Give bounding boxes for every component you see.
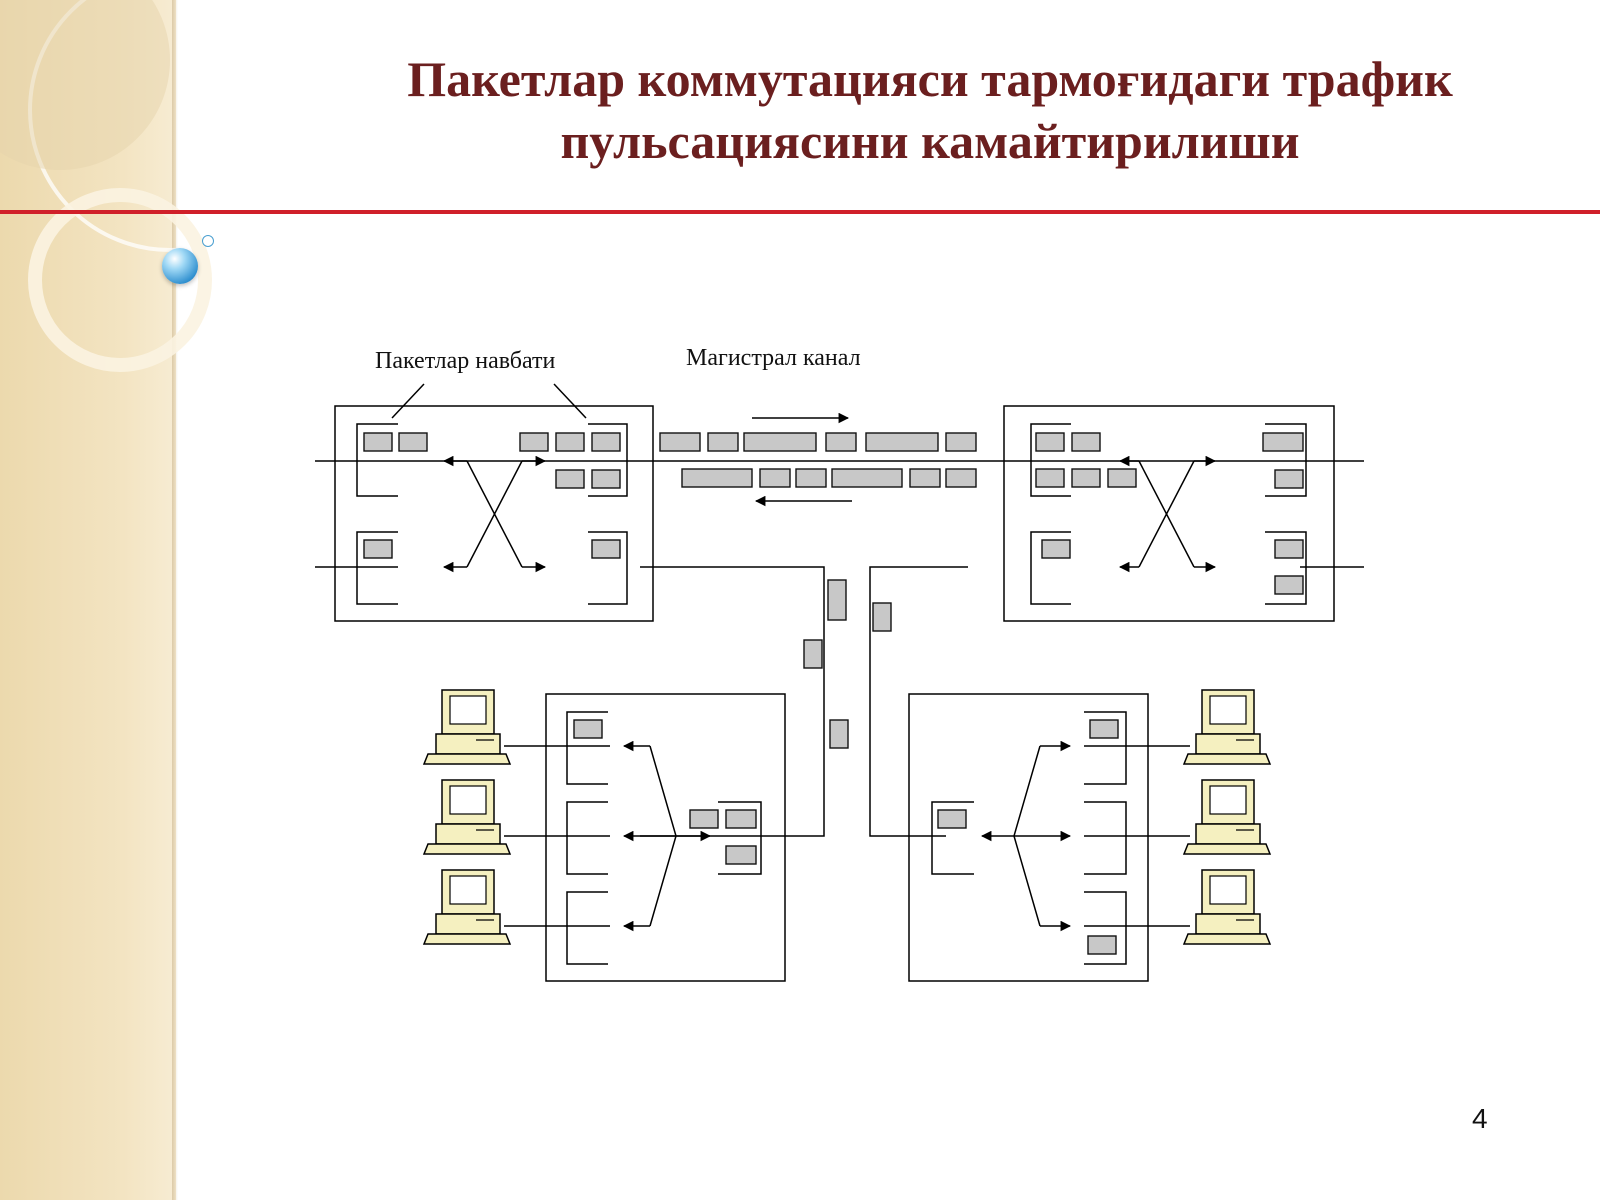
computer-icon — [1182, 869, 1272, 945]
packet — [831, 468, 903, 488]
packet — [1274, 575, 1304, 595]
packet — [363, 539, 393, 559]
packet — [803, 639, 823, 669]
decorative-orb-small — [202, 235, 214, 247]
packet — [1107, 468, 1137, 488]
computer-icon — [422, 869, 512, 945]
packets — [363, 432, 1304, 955]
packet — [1071, 468, 1101, 488]
computer-icon — [1182, 689, 1272, 765]
switching-fabric-arrows — [442, 455, 1217, 932]
packet — [872, 602, 892, 632]
packet — [363, 432, 393, 452]
packet — [1274, 469, 1304, 489]
page-number: 4 — [1472, 1103, 1488, 1134]
packet — [865, 432, 939, 452]
computer-icon — [422, 779, 512, 855]
packet — [827, 579, 847, 621]
queue-brackets — [356, 423, 1307, 965]
packet — [591, 469, 621, 489]
packet — [1262, 432, 1304, 452]
title-line-2: пульсациясини камайтирилиши — [560, 113, 1300, 169]
switch-top-right — [1003, 405, 1335, 622]
packet — [1041, 539, 1071, 559]
packet — [707, 432, 739, 452]
packet — [909, 468, 941, 488]
sidebar-shadow — [172, 0, 178, 1200]
packet — [689, 809, 719, 829]
packet — [1087, 935, 1117, 955]
packet — [725, 845, 757, 865]
decorative-orb — [162, 248, 198, 284]
packet — [1274, 539, 1304, 559]
packet — [573, 719, 603, 739]
access-node-bottom-right — [908, 693, 1149, 982]
packet — [659, 432, 701, 452]
packet — [681, 468, 753, 488]
packet — [795, 468, 827, 488]
computer-icon — [422, 689, 512, 765]
packet-queue-label: Пакетлар навбати — [375, 348, 555, 374]
switch-top-left — [334, 405, 654, 622]
title-line-1: Пакетлар коммутацияси тармоғидаги трафик — [407, 51, 1453, 107]
packet — [1089, 719, 1119, 739]
packet — [945, 432, 977, 452]
slide-title: Пакетлар коммутацияси тармоғидаги трафик… — [300, 48, 1560, 172]
access-node-bottom-left — [545, 693, 786, 982]
packet — [555, 432, 585, 452]
packet — [937, 809, 967, 829]
queue-pointer-right — [553, 383, 587, 419]
packet — [519, 432, 549, 452]
packet — [743, 432, 817, 452]
packet — [725, 809, 757, 829]
packet — [1035, 468, 1065, 488]
packet — [829, 719, 849, 749]
packet — [591, 432, 621, 452]
packet — [1071, 432, 1101, 452]
packet — [825, 432, 857, 452]
queue-pointer-left — [391, 383, 425, 419]
packet — [1035, 432, 1065, 452]
packet — [759, 468, 791, 488]
packet — [398, 432, 428, 452]
packet — [591, 539, 621, 559]
computer-icon — [1182, 779, 1272, 855]
packet — [555, 469, 585, 489]
title-divider — [0, 210, 1600, 214]
packet — [945, 468, 977, 488]
trunk-channel-label: Магистрал канал — [686, 345, 861, 371]
